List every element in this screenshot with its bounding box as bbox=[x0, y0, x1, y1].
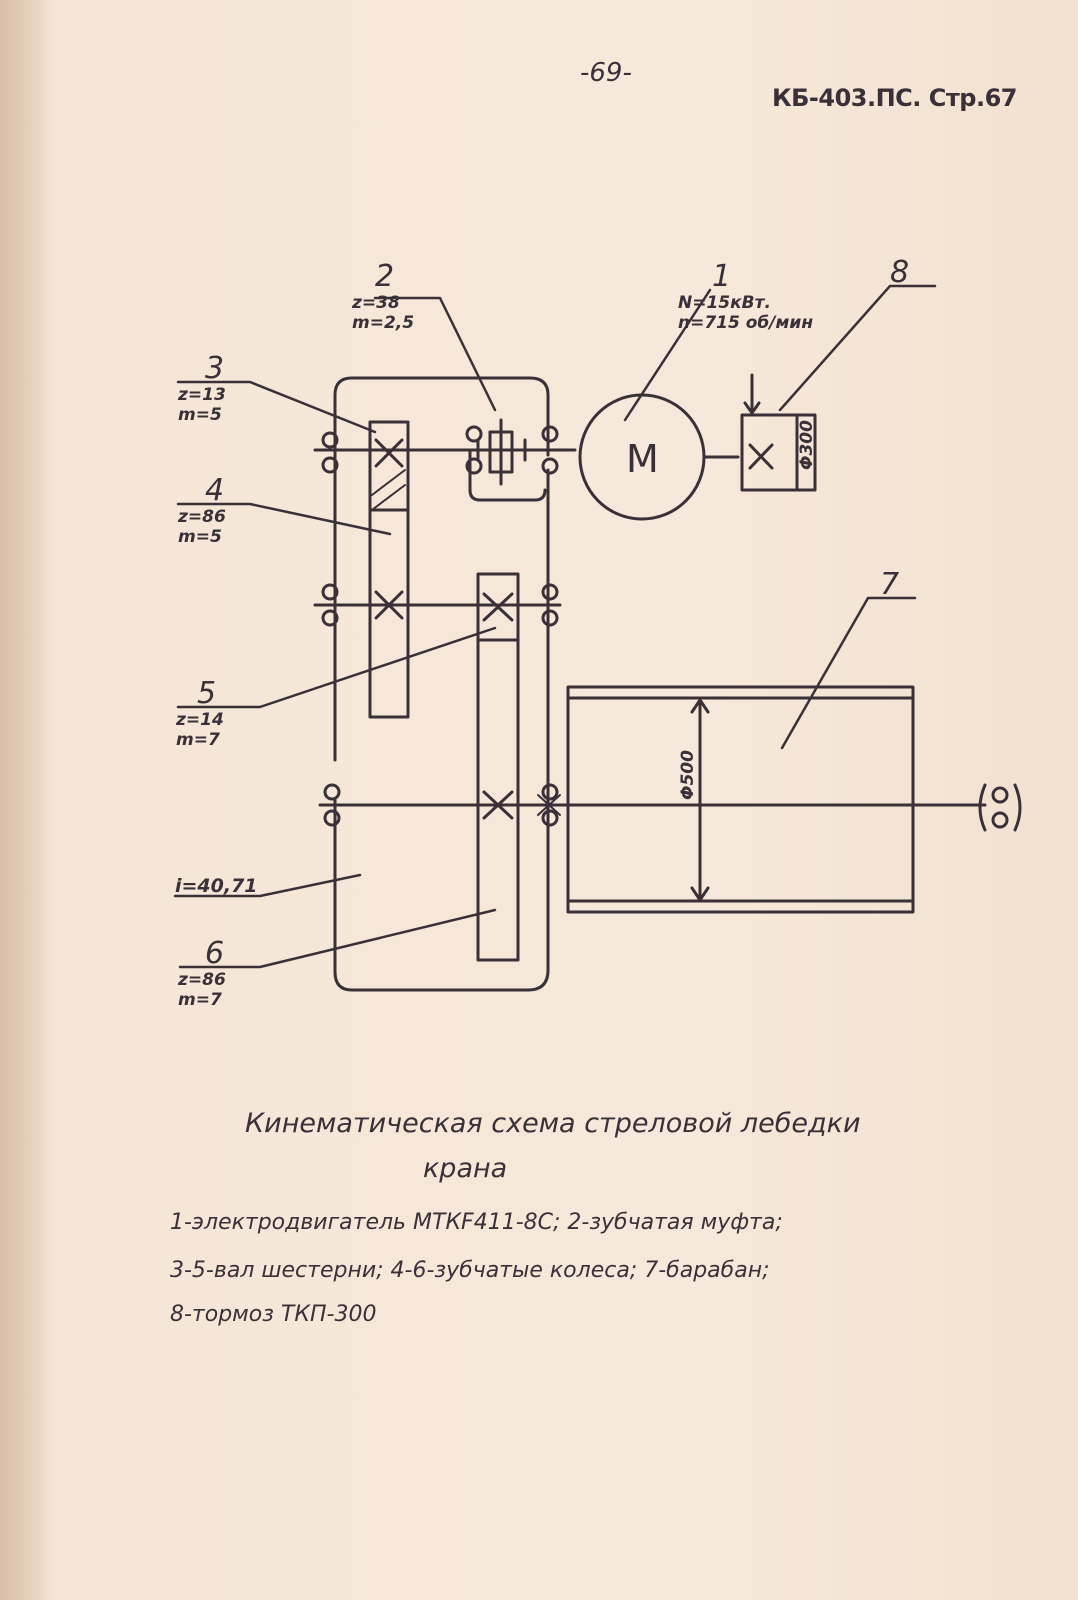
label-6-m: m=7 bbox=[178, 990, 222, 1010]
label-6: 6 bbox=[205, 936, 224, 971]
caption-title: Кинематическая схема стреловой лебедки bbox=[245, 1108, 861, 1139]
page-number: -69- bbox=[580, 58, 632, 88]
label-2-m: m=2,5 bbox=[352, 313, 414, 333]
label-4-z: z=86 bbox=[177, 507, 226, 527]
gear-4 bbox=[368, 420, 410, 719]
drum-diameter: Φ500 bbox=[678, 750, 698, 800]
label-1-speed: n=715 об/мин bbox=[678, 313, 813, 333]
label-1-power: N=15кВт. bbox=[678, 293, 771, 313]
label-6-z: z=86 bbox=[177, 970, 226, 990]
gearbox-housing bbox=[333, 376, 550, 992]
document-reference: КБ-403.ПС. Стр.67 bbox=[772, 84, 1017, 112]
drum bbox=[566, 685, 915, 914]
label-5-z: z=14 bbox=[175, 710, 224, 730]
coupling-housing bbox=[468, 448, 547, 502]
label-8: 8 bbox=[890, 255, 909, 290]
gear-ratio: i=40,71 bbox=[175, 875, 258, 897]
label-3: 3 bbox=[205, 351, 224, 386]
label-1: 1 bbox=[712, 259, 731, 294]
brake-box bbox=[740, 413, 799, 492]
bearings bbox=[321, 425, 1009, 829]
legend-line-3: 8-тормоз ТКП-300 bbox=[170, 1302, 377, 1327]
binding-edge bbox=[0, 0, 50, 1600]
label-7: 7 bbox=[880, 567, 899, 602]
label-4-m: m=5 bbox=[178, 527, 222, 547]
label-2: 2 bbox=[375, 259, 394, 294]
legend-line-2: 3-5-вал шестерни; 4-6-зубчатые колеса; 7… bbox=[170, 1258, 770, 1283]
label-4: 4 bbox=[205, 473, 224, 508]
caption-title-line2: крана bbox=[423, 1153, 508, 1184]
motor-symbol: M bbox=[626, 437, 659, 481]
label-5: 5 bbox=[197, 676, 216, 711]
label-5-m: m=7 bbox=[176, 730, 220, 750]
legend-line-1: 1-электродвигатель МТКF411-8С; 2-зубчата… bbox=[170, 1210, 783, 1235]
label-2-z: z=38 bbox=[351, 293, 400, 313]
label-3-m: m=5 bbox=[178, 405, 222, 425]
gear-6 bbox=[476, 572, 520, 962]
brake-diameter: Φ300 bbox=[797, 420, 817, 470]
label-3-z: z=13 bbox=[177, 385, 226, 405]
